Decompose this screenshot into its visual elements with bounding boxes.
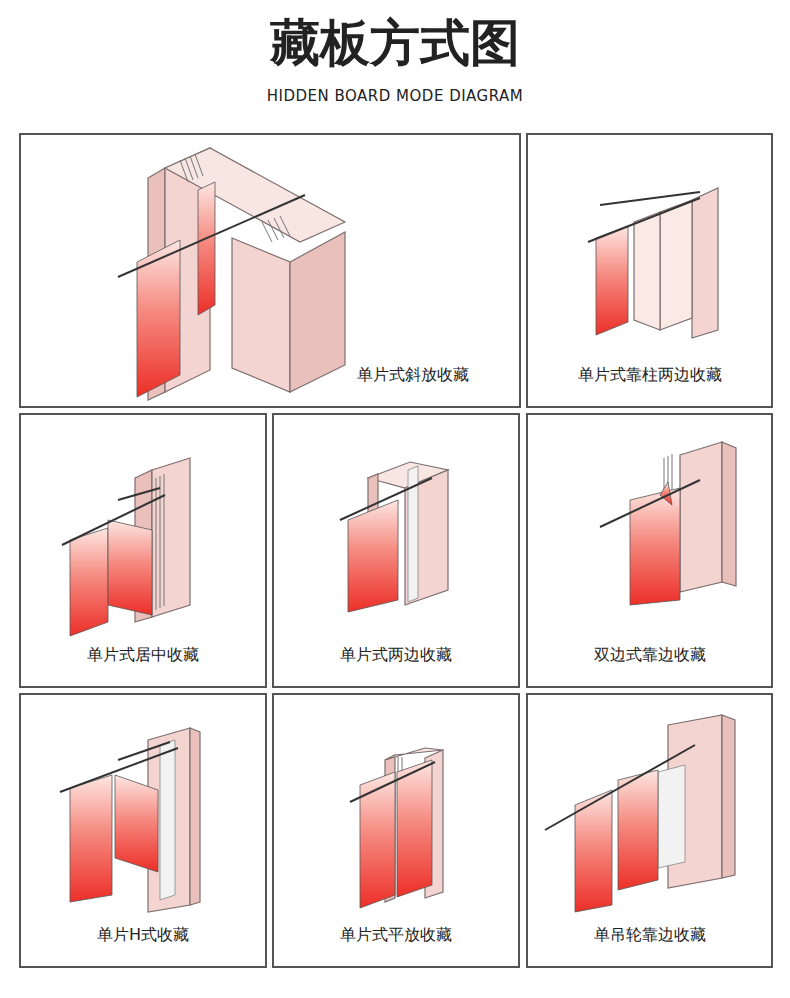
panel-caption: 单片式平放收藏 — [337, 924, 455, 946]
wall-shape — [190, 728, 200, 905]
mode-panel: 单片式靠柱两边收藏 — [526, 133, 773, 408]
panel-caption: 单片式斜放收藏 — [354, 364, 472, 386]
wall-shape — [722, 442, 736, 586]
mode-panel: 单片式两边收藏 — [272, 413, 520, 688]
subtitle: HIDDEN BOARD MODE DIAGRAM — [0, 86, 790, 106]
mode-panel: 单吊轮靠边收藏 — [526, 693, 773, 968]
panel-caption: 单片式靠柱两边收藏 — [575, 364, 725, 386]
wall-shape — [660, 200, 692, 330]
board-shape — [575, 790, 612, 912]
mode-panel: 单片式居中收藏 — [19, 413, 267, 688]
wall-shape — [290, 232, 345, 392]
panel-caption: 单片H式收藏 — [94, 924, 192, 946]
stack-shape — [658, 765, 685, 868]
board-shape — [137, 240, 180, 397]
board-shape — [70, 182, 680, 912]
wall-shape — [722, 715, 735, 878]
wall-shape — [634, 212, 660, 330]
mode-panel: 单片式平放收藏 — [272, 693, 520, 968]
board-shape — [108, 520, 152, 615]
panel-caption: 单吊轮靠边收藏 — [591, 924, 709, 946]
wall-shape — [680, 442, 722, 592]
mode-panel: 单片式斜放收藏 — [19, 133, 521, 408]
panel-caption: 双边式靠边收藏 — [591, 644, 709, 666]
page-title: 藏板方式图 — [0, 12, 790, 74]
board-shape — [618, 770, 658, 890]
board-shape — [115, 775, 158, 872]
mode-panel: 单片H式收藏 — [19, 693, 267, 968]
stack-lines-shape — [156, 154, 672, 897]
track-shape — [60, 192, 700, 830]
mode-panel: 双边式靠边收藏 — [526, 413, 773, 688]
wall-shape — [135, 148, 736, 912]
stack-shape — [160, 740, 175, 900]
board-shape — [198, 182, 215, 315]
board-shape — [70, 528, 108, 636]
panel-caption: 单片式居中收藏 — [84, 644, 202, 666]
panel-caption: 单片式两边收藏 — [337, 644, 455, 666]
wall-shape — [152, 458, 190, 617]
board-shape — [70, 775, 112, 902]
board-shape — [360, 772, 395, 908]
board-shape — [397, 760, 432, 897]
board-shape — [348, 500, 398, 612]
wall-shape — [232, 238, 290, 392]
board-shape — [596, 226, 628, 335]
wall-shape — [692, 188, 718, 338]
